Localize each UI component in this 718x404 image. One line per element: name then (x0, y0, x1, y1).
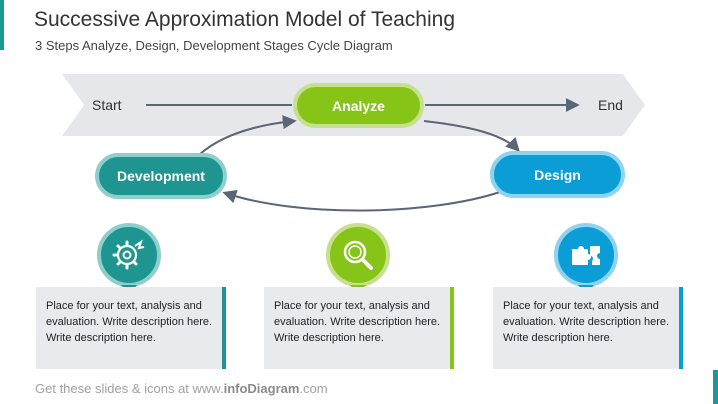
page-subtitle: 3 Steps Analyze, Design, Development Sta… (35, 38, 393, 53)
footer-brand[interactable]: infoDiagram (223, 381, 300, 396)
analyze-marker (326, 223, 390, 295)
start-label: Start (92, 97, 122, 113)
description-card-design: Place for your text, analysis and evalua… (493, 287, 683, 369)
footer-credit: Get these slides & icons at www.infoDiag… (35, 381, 328, 396)
left-accent-bar (0, 0, 4, 50)
right-accent-bar (713, 370, 718, 404)
analyze-stage-label: Analyze (332, 97, 385, 114)
description-card-analyze: Place for your text, analysis and evalua… (264, 287, 454, 369)
description-card-development: Place for your text, analysis and evalua… (36, 287, 226, 369)
development-stage: Development (95, 153, 227, 199)
card-text: Place for your text, analysis and evalua… (46, 300, 213, 344)
design-stage: Design (490, 151, 625, 198)
footer-prefix: Get these slides & icons at www. (35, 381, 224, 396)
design-to-development-arrow (222, 189, 501, 212)
puzzle-icon (572, 246, 600, 265)
development-to-analyze-arrow (199, 115, 297, 155)
design-marker (554, 223, 618, 295)
gear-icon (112, 239, 145, 270)
card-text: Place for your text, analysis and evalua… (274, 300, 441, 344)
development-marker (97, 223, 161, 295)
design-stage-label: Design (534, 166, 581, 183)
magnifier-icon (343, 240, 373, 270)
analyze-stage: Analyze (293, 83, 424, 128)
footer-suffix: .com (299, 381, 328, 396)
analyze-to-design-arrow (423, 120, 520, 153)
end-label: End (598, 97, 623, 113)
development-stage-label: Development (117, 168, 205, 184)
card-text: Place for your text, analysis and evalua… (503, 300, 670, 344)
page-title: Successive Approximation Model of Teachi… (34, 8, 456, 31)
